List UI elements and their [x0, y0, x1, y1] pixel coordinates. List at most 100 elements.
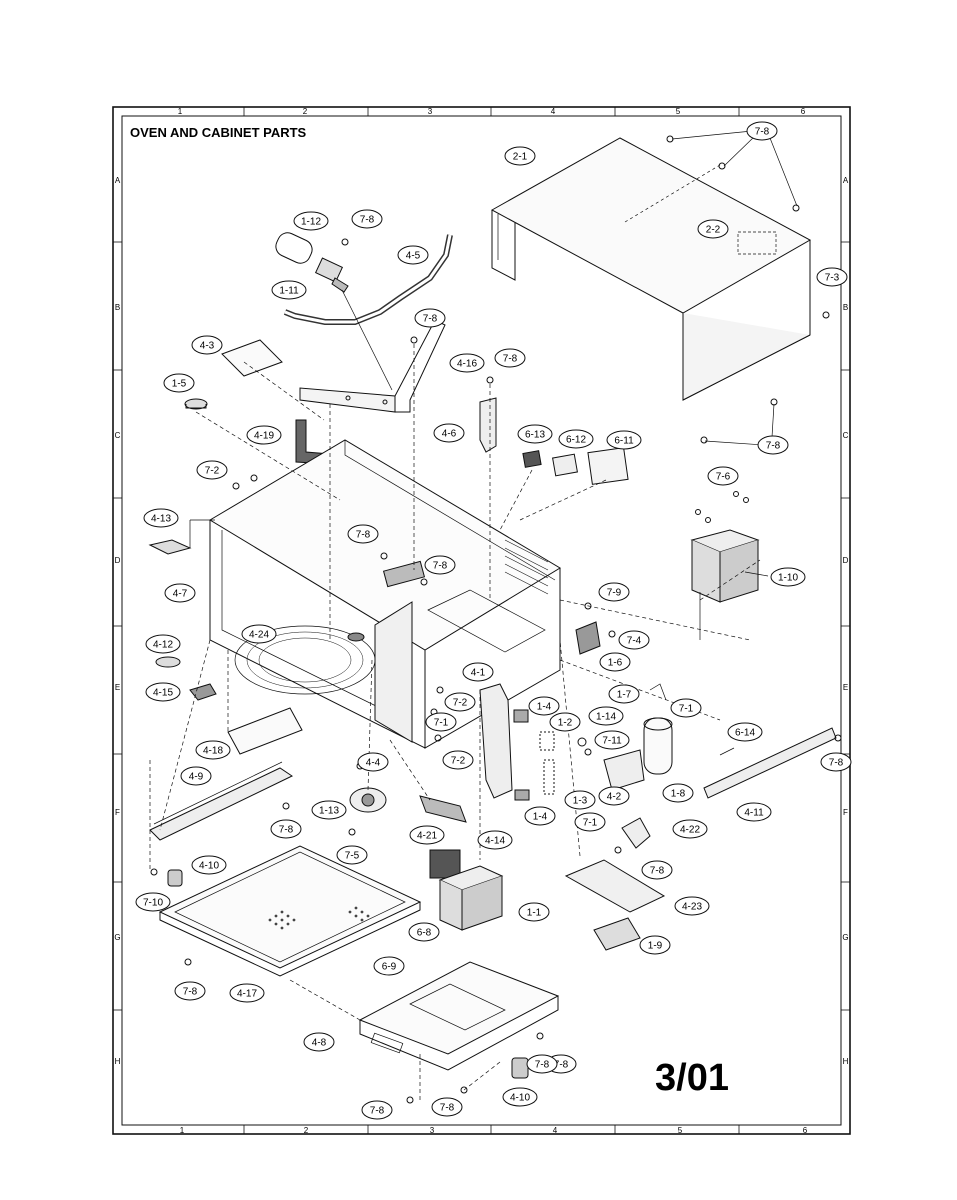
- callout-label: 4-19: [254, 431, 274, 442]
- callout-label: 4-14: [485, 836, 505, 847]
- callout-label: 6-14: [735, 728, 755, 739]
- callout-bubble: [574, 812, 606, 832]
- callout-bubble: [594, 730, 630, 750]
- callout-label: 7-2: [205, 466, 220, 477]
- callout-bubble: [241, 624, 277, 644]
- part-callout: 6-9: [373, 956, 405, 976]
- callout-label: 7-8: [423, 314, 438, 325]
- part-callout: 7-8: [757, 435, 789, 455]
- part-callout: 4-19: [246, 425, 282, 445]
- callout-label: 7-8: [440, 1103, 455, 1114]
- callout-label: 7-2: [451, 756, 466, 767]
- callout-label: 7-3: [825, 273, 840, 284]
- part-callout: 1-1: [518, 902, 550, 922]
- base-bar-part: [149, 767, 294, 841]
- callout-label: 6-8: [417, 928, 432, 939]
- callout-label: 7-8: [360, 215, 375, 226]
- callout-bubble: [674, 896, 710, 916]
- callout-label: 7-2: [453, 698, 468, 709]
- callout-label: 7-8: [356, 530, 371, 541]
- switch-part-1-6: [575, 621, 601, 655]
- callout-bubble: [347, 524, 379, 544]
- part-callout: 4-21: [409, 825, 445, 845]
- callout-bubble: [662, 783, 694, 803]
- callout-label: 1-4: [537, 702, 552, 713]
- callout-bubble: [246, 425, 282, 445]
- part-callout: 6-13: [517, 424, 553, 444]
- fan-duct-part: [564, 859, 666, 913]
- part-callout: 4-11: [736, 802, 772, 822]
- callout-bubble: [196, 460, 228, 480]
- part-callout: 1-8: [662, 783, 694, 803]
- part-callout: 7-5: [336, 845, 368, 865]
- callout-label: 7-8: [829, 758, 844, 769]
- part-callout: 4-10: [191, 855, 227, 875]
- callout-bubble: [311, 800, 347, 820]
- callout-bubble: [164, 583, 196, 603]
- latch-part: [189, 683, 217, 701]
- part-callout: 2-1: [504, 146, 536, 166]
- callout-label: 7-5: [345, 851, 360, 862]
- fan-motor-bracket-part: [593, 917, 641, 951]
- grid-col-label: 6: [803, 1126, 808, 1135]
- part-callout: 4-3: [191, 335, 223, 355]
- callout-label: 6-11: [614, 436, 634, 447]
- page-title: OVEN AND CABINET PARTS: [130, 125, 307, 140]
- thermostat-part: [184, 398, 208, 410]
- grid-col-label: 3: [428, 107, 433, 116]
- callout-label: 7-9: [607, 588, 622, 599]
- part-callout: 7-1: [670, 698, 702, 718]
- callout-bubble: [424, 555, 456, 575]
- inner-frame: [121, 115, 842, 1126]
- callout-label: 4-21: [417, 831, 437, 842]
- callout-bubble: [598, 582, 630, 602]
- callout-label: 4-24: [249, 630, 269, 641]
- callout-label: 7-8: [183, 987, 198, 998]
- fan-motor-part: [275, 232, 349, 293]
- part-callout: 7-1: [574, 812, 606, 832]
- callout-bubble: [229, 983, 265, 1003]
- callout-label: 1-3: [573, 796, 588, 807]
- callout-bubble: [409, 825, 445, 845]
- callout-label: 4-3: [200, 341, 215, 352]
- part-callout: 4-10: [502, 1087, 538, 1107]
- part-callout: 7-8: [820, 752, 852, 772]
- capacitor-bracket: [603, 749, 645, 791]
- part-callout: 1-9: [639, 935, 671, 955]
- label-sheet-6-12: [552, 453, 578, 477]
- callout-bubble: [608, 684, 640, 704]
- callout-bubble: [191, 855, 227, 875]
- callout-bubble: [163, 373, 195, 393]
- part-callout: 7-2: [444, 692, 476, 712]
- callout-bubble: [697, 219, 729, 239]
- callout-label: 7-8: [433, 561, 448, 572]
- callout-bubble: [271, 280, 307, 300]
- callout-label: 1-6: [608, 658, 623, 669]
- callout-bubble: [524, 806, 556, 826]
- callout-bubble: [598, 786, 630, 806]
- callout-label: 1-5: [172, 379, 187, 390]
- callout-bubble: [143, 508, 179, 528]
- part-callout: 4-9: [180, 766, 212, 786]
- callout-bubble: [757, 435, 789, 455]
- part-callout: 7-2: [442, 750, 474, 770]
- callout-label: 7-10: [143, 898, 163, 909]
- part-callout: 1-5: [163, 373, 195, 393]
- part-callout: 1-7: [608, 684, 640, 704]
- callout-bubble: [518, 902, 550, 922]
- label-sheet-6-13: [522, 450, 542, 468]
- solid-leader-lines: [189, 289, 769, 640]
- callout-bubble: [408, 922, 440, 942]
- callout-bubble: [135, 892, 171, 912]
- callout-bubble: [462, 662, 494, 682]
- callout-label: 4-23: [682, 902, 702, 913]
- callout-label: 4-12: [153, 640, 173, 651]
- callout-label: 7-11: [602, 736, 622, 747]
- part-callout: 4-24: [241, 624, 277, 644]
- turntable-motor-part: [349, 787, 387, 813]
- part-callout: 6-8: [408, 922, 440, 942]
- grid-row-label: B: [843, 303, 848, 312]
- callout-bubble: [639, 935, 671, 955]
- hinge-bottom-part: [155, 656, 181, 668]
- callout-bubble: [816, 267, 848, 287]
